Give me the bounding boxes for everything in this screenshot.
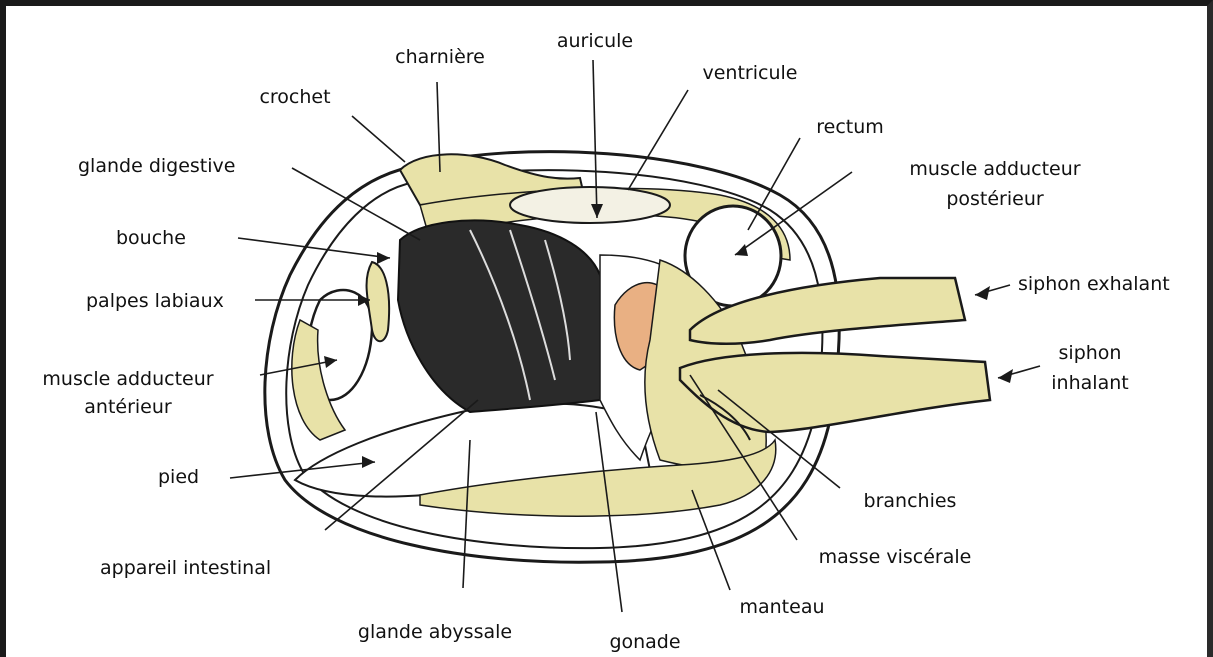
label-siphon-exhalant: siphon exhalant [1018,273,1170,296]
label-rectum: rectum [780,116,920,139]
label-gonade: gonade [575,631,715,654]
label-bouche: bouche [116,227,186,250]
label-auricule: auricule [525,30,665,53]
label-charniere: charnière [370,46,510,69]
label-muscle-adducteur-posterieur-1: muscle adducteur [885,158,1105,181]
label-crochet: crochet [225,86,365,109]
label-muscle-adducteur-posterieur-2: postérieur [885,188,1105,211]
label-ventricule: ventricule [680,62,820,85]
label-muscle-adducteur-anterieur-1: muscle adducteur [18,368,238,391]
label-muscle-adducteur-anterieur-2: antérieur [18,396,238,419]
label-siphon-inhalant-2: inhalant [1040,372,1140,395]
label-masse-viscerale: masse viscérale [795,546,995,569]
label-palpes-labiaux: palpes labiaux [86,290,224,313]
label-glande-abyssale: glande abyssale [335,621,535,644]
label-pied: pied [158,466,199,489]
heart-pericardium [510,187,670,223]
label-manteau: manteau [712,596,852,619]
label-appareil-intestinal: appareil intestinal [100,557,271,580]
label-branchies: branchies [840,490,980,513]
label-glande-digestive: glande digestive [78,155,235,178]
label-siphon-inhalant-1: siphon [1040,342,1140,365]
